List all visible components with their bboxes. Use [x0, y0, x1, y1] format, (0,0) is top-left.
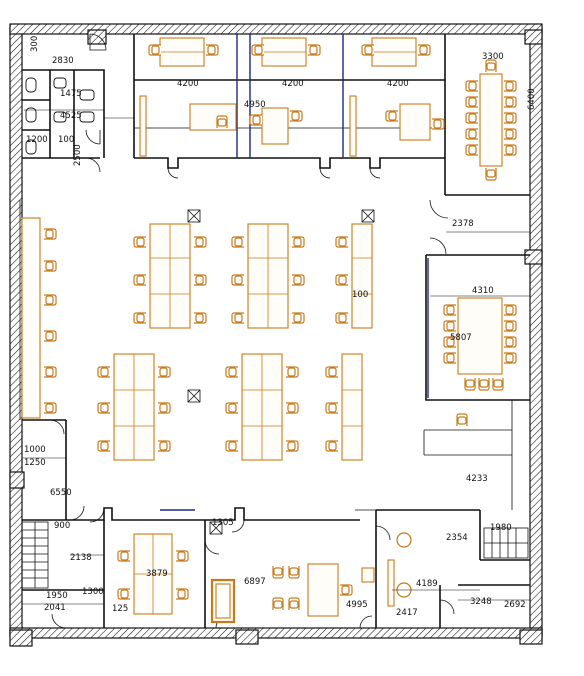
boardroom-furniture [465, 59, 517, 181]
dim-label: 1475 [60, 89, 82, 99]
open-office-furniture [21, 217, 373, 461]
door-swings [49, 33, 455, 629]
dim-label: 4310 [472, 286, 494, 296]
dim-label: 5807 [450, 333, 472, 343]
dim-label: 1200 [26, 135, 48, 145]
dim-label: 4995 [346, 600, 368, 610]
dim-label: 4200 [177, 79, 199, 89]
dim-label: 100 [58, 135, 74, 145]
dim-label: 125 [112, 604, 128, 614]
dim-label: 6400 [527, 88, 537, 110]
dim-label: 1980 [490, 523, 512, 533]
toilet-fixtures [25, 77, 95, 155]
dim-label: 100 [352, 290, 368, 300]
dim-label: 1250 [24, 458, 46, 468]
dim-label: 4233 [466, 474, 488, 484]
dim-label: 2354 [446, 533, 468, 543]
dimension-lines [22, 109, 530, 605]
dim-label: 900 [54, 521, 70, 531]
interior-walls [22, 34, 530, 628]
bottom-offices-furniture [117, 532, 412, 624]
outer-walls [9, 23, 543, 647]
dim-label: 2041 [44, 603, 66, 613]
shafts [187, 209, 375, 535]
dim-label: 4950 [244, 100, 266, 110]
meeting-room-furniture [443, 297, 517, 427]
dim-label: 3300 [482, 52, 504, 62]
dim-label: 1300 [82, 587, 104, 597]
thin-partitions [19, 127, 513, 511]
dim-label: 1000 [24, 445, 46, 455]
dim-label: 2692 [504, 600, 526, 610]
dim-label: 2417 [396, 608, 418, 618]
dim-label: 6897 [244, 577, 266, 587]
dim-label: 2138 [70, 553, 92, 563]
dim-label: 1305 [212, 518, 234, 528]
dim-label: 4189 [416, 579, 438, 589]
dim-label: 300 [30, 36, 40, 52]
dim-label: 6550 [50, 488, 72, 498]
dim-label: 4200 [387, 79, 409, 89]
dim-label: 2378 [452, 219, 474, 229]
dim-label: 3879 [146, 569, 168, 579]
dimension-labels: 300 2830 1475 4525 1200 100 2500 4200 42… [24, 36, 537, 618]
dim-label: 4525 [60, 111, 82, 121]
dim-label: 2500 [73, 144, 83, 166]
dim-label: 1950 [46, 591, 68, 601]
stairs-right [483, 527, 529, 559]
dim-label: 2830 [52, 56, 74, 66]
top-offices-furniture [139, 37, 445, 157]
stairs-left [21, 521, 49, 589]
dim-label: 3248 [470, 597, 492, 607]
glass-partitions [160, 34, 429, 511]
dim-label: 4200 [282, 79, 304, 89]
